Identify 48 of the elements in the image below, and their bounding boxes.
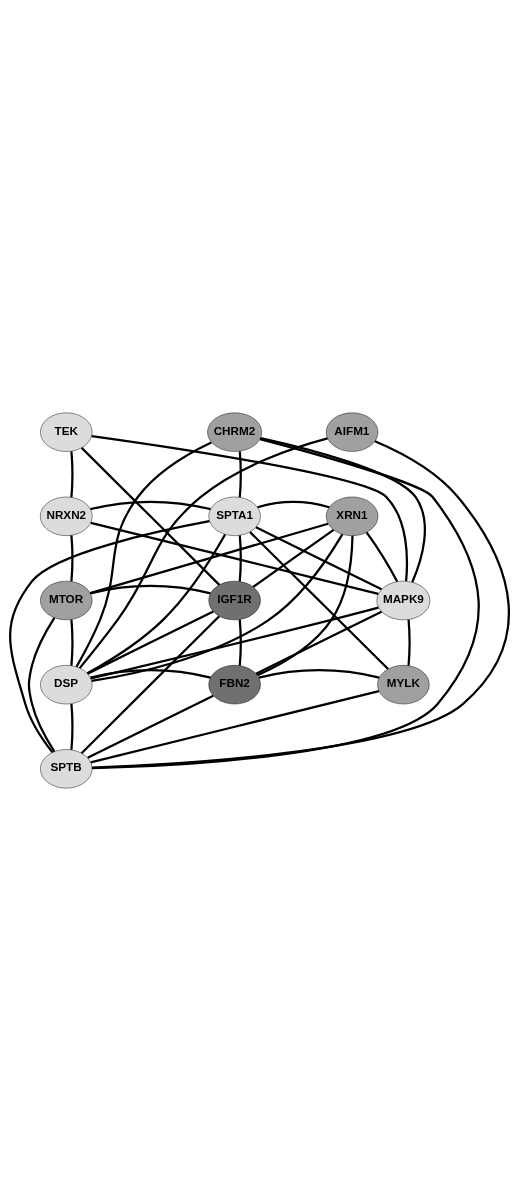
node-ellipse: MTOR — [40, 580, 93, 620]
node-ellipse: MYLK — [377, 664, 430, 704]
connector — [70, 619, 74, 666]
connector — [90, 606, 379, 680]
connector — [70, 534, 74, 581]
connector — [238, 450, 242, 497]
connector — [256, 535, 354, 676]
connector — [255, 525, 383, 590]
connector — [90, 521, 379, 595]
node-ellipse: XRN1 — [326, 496, 379, 536]
node-ellipse: AIFM1 — [326, 412, 379, 452]
connector — [90, 689, 380, 763]
connector — [9, 519, 210, 753]
connector — [78, 436, 328, 669]
node-ellipse: CHRM2 — [207, 412, 262, 452]
connector — [257, 500, 330, 508]
node-ellipse: NRXN2 — [40, 496, 93, 536]
connector — [87, 610, 214, 675]
connector — [260, 436, 426, 583]
connector — [80, 614, 221, 754]
connector — [238, 619, 242, 666]
node-ellipse: FBN2 — [208, 664, 261, 704]
connector — [90, 584, 211, 594]
connector — [86, 533, 227, 674]
connector — [365, 531, 399, 582]
connector — [249, 530, 389, 670]
node-ellipse: SPTA1 — [208, 496, 261, 536]
node-ellipse: IGF1R — [208, 580, 261, 620]
connector — [27, 616, 56, 752]
connector — [75, 440, 212, 667]
connector — [70, 450, 74, 497]
connector — [258, 668, 380, 679]
connector — [70, 703, 74, 750]
connector — [91, 533, 344, 682]
node-ellipse: MAPK9 — [376, 580, 431, 620]
connector — [87, 694, 214, 759]
node-ellipse: DSP — [40, 664, 93, 704]
connector — [255, 610, 382, 675]
connector — [407, 619, 411, 666]
connector — [89, 522, 329, 594]
node-ellipse: TEK — [40, 412, 93, 452]
connector — [80, 446, 221, 586]
connector — [90, 668, 211, 679]
connector — [91, 434, 409, 581]
connector — [90, 500, 211, 510]
connector — [252, 528, 335, 588]
node-ellipse: SPTB — [40, 748, 93, 788]
connector — [238, 534, 242, 581]
